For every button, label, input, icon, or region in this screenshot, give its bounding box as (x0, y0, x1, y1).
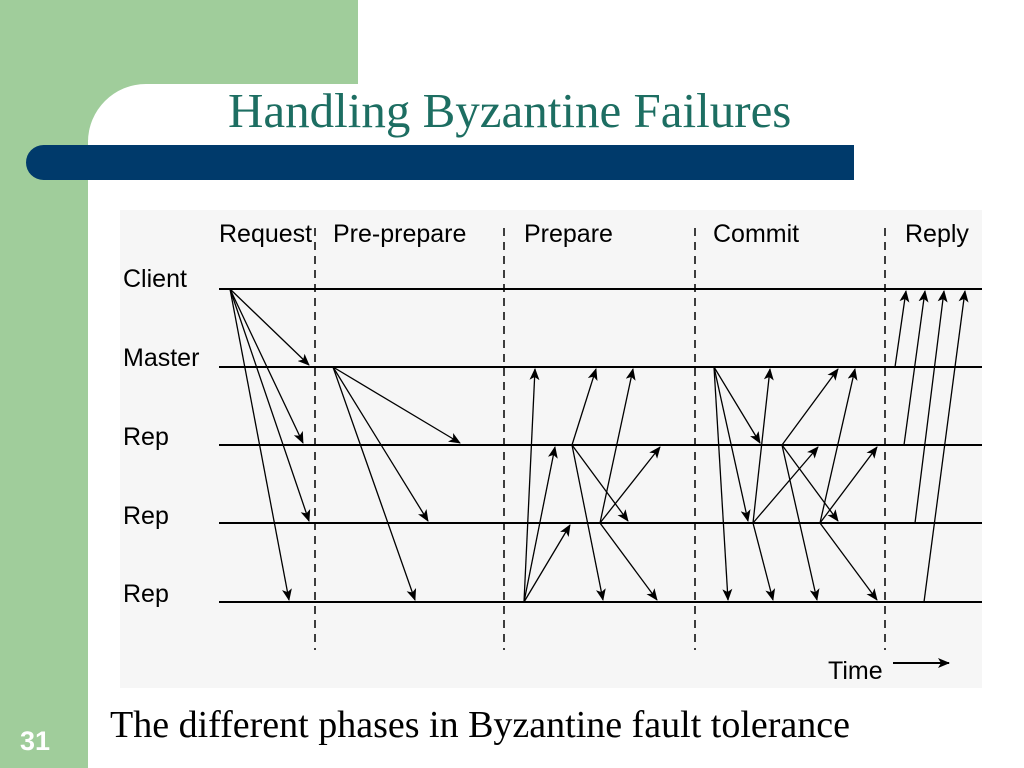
commit-arrow (781, 444, 820, 601)
slide-caption: The different phases in Byzantine fault … (110, 704, 850, 746)
actor-label-client: Client (123, 265, 187, 293)
commit-arrow (781, 368, 839, 446)
commit-arrow (713, 366, 751, 522)
request-arrow (229, 288, 310, 366)
prepare-arrow (571, 444, 629, 522)
phase-label-commit: Commit (713, 220, 799, 248)
commit-arrow (752, 446, 819, 524)
commit-arrow (819, 522, 878, 601)
phase-label-reply: Reply (905, 220, 969, 248)
actor-label-rep-2: Rep (123, 502, 169, 530)
preprepare-arrows (332, 366, 461, 601)
commit-arrow (752, 522, 776, 601)
preprepare-arrow (332, 366, 461, 444)
prepare-arrow (571, 444, 606, 601)
title-underline-bar (26, 145, 854, 180)
preprepare-arrow (332, 366, 429, 522)
phase-label-pre-prepare: Pre-prepare (333, 220, 466, 248)
prepare-arrow (523, 446, 558, 603)
phase-label-prepare: Prepare (524, 220, 613, 248)
prepare-arrow (571, 368, 598, 446)
commit-arrow (713, 366, 761, 444)
slide-number: 31 (20, 726, 51, 756)
reply-arrow (894, 290, 910, 368)
prepare-arrows (523, 368, 661, 603)
request-arrow (229, 288, 311, 522)
request-arrow (229, 288, 304, 444)
phase-label-request: Request (219, 220, 312, 248)
commit-arrow (781, 444, 839, 522)
reply-arrow (923, 290, 969, 603)
prepare-arrow (523, 524, 571, 603)
reply-arrow (914, 290, 948, 524)
commit-arrow (819, 368, 858, 524)
commit-arrows (713, 366, 878, 601)
actor-label-rep-1: Rep (123, 423, 169, 451)
preprepare-arrow (332, 366, 417, 601)
actor-label-rep-3: Rep (123, 580, 169, 608)
prepare-arrow (599, 446, 661, 524)
prepare-arrow (523, 368, 540, 603)
request-arrows (229, 288, 311, 601)
slide-title: Handling Byzantine Failures (228, 83, 792, 138)
prepare-arrow (599, 522, 658, 601)
commit-arrow (713, 366, 733, 601)
slide-green-sidebar (0, 0, 88, 768)
request-arrow (229, 288, 292, 601)
reply-arrow (903, 290, 929, 446)
commit-arrow (819, 446, 878, 524)
actor-label-master: Master (123, 344, 199, 372)
phase-separators (314, 228, 886, 650)
timelines (219, 288, 982, 603)
reply-arrows (894, 290, 969, 603)
commit-arrow (752, 368, 774, 524)
time-label: Time (828, 657, 883, 685)
prepare-arrow (599, 368, 636, 524)
